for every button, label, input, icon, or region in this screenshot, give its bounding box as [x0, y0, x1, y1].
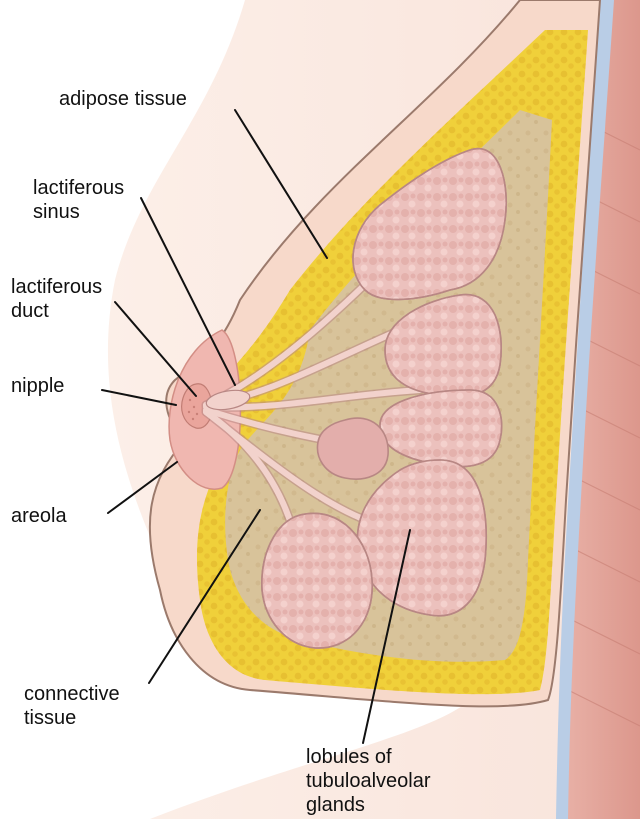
label-lobules-line3: glands: [306, 793, 431, 817]
label-lactiferous-duct-line1: lactiferous: [11, 275, 102, 299]
label-lactiferous-duct: lactiferous duct: [11, 275, 102, 323]
label-nipple-text: nipple: [11, 375, 64, 397]
label-connective-tissue: connective tissue: [24, 682, 120, 730]
label-areola: areola: [11, 504, 67, 528]
label-nipple: nipple: [11, 374, 64, 398]
label-areola-text: areola: [11, 505, 67, 527]
label-connective-tissue-line2: tissue: [24, 706, 120, 730]
label-adipose-tissue-text: adipose tissue: [59, 88, 187, 110]
label-adipose-tissue: adipose tissue: [59, 87, 187, 111]
label-connective-tissue-line1: connective: [24, 682, 120, 706]
label-lactiferous-sinus: lactiferous sinus: [33, 176, 124, 224]
label-lobules-line1: lobules of: [306, 745, 431, 769]
label-lobules-line2: tubuloalveolar: [306, 769, 431, 793]
label-lactiferous-sinus-line1: lactiferous: [33, 176, 124, 200]
label-lactiferous-duct-line2: duct: [11, 299, 102, 323]
label-lactiferous-sinus-line2: sinus: [33, 200, 124, 224]
label-lobules: lobules of tubuloalveolar glands: [306, 745, 431, 817]
